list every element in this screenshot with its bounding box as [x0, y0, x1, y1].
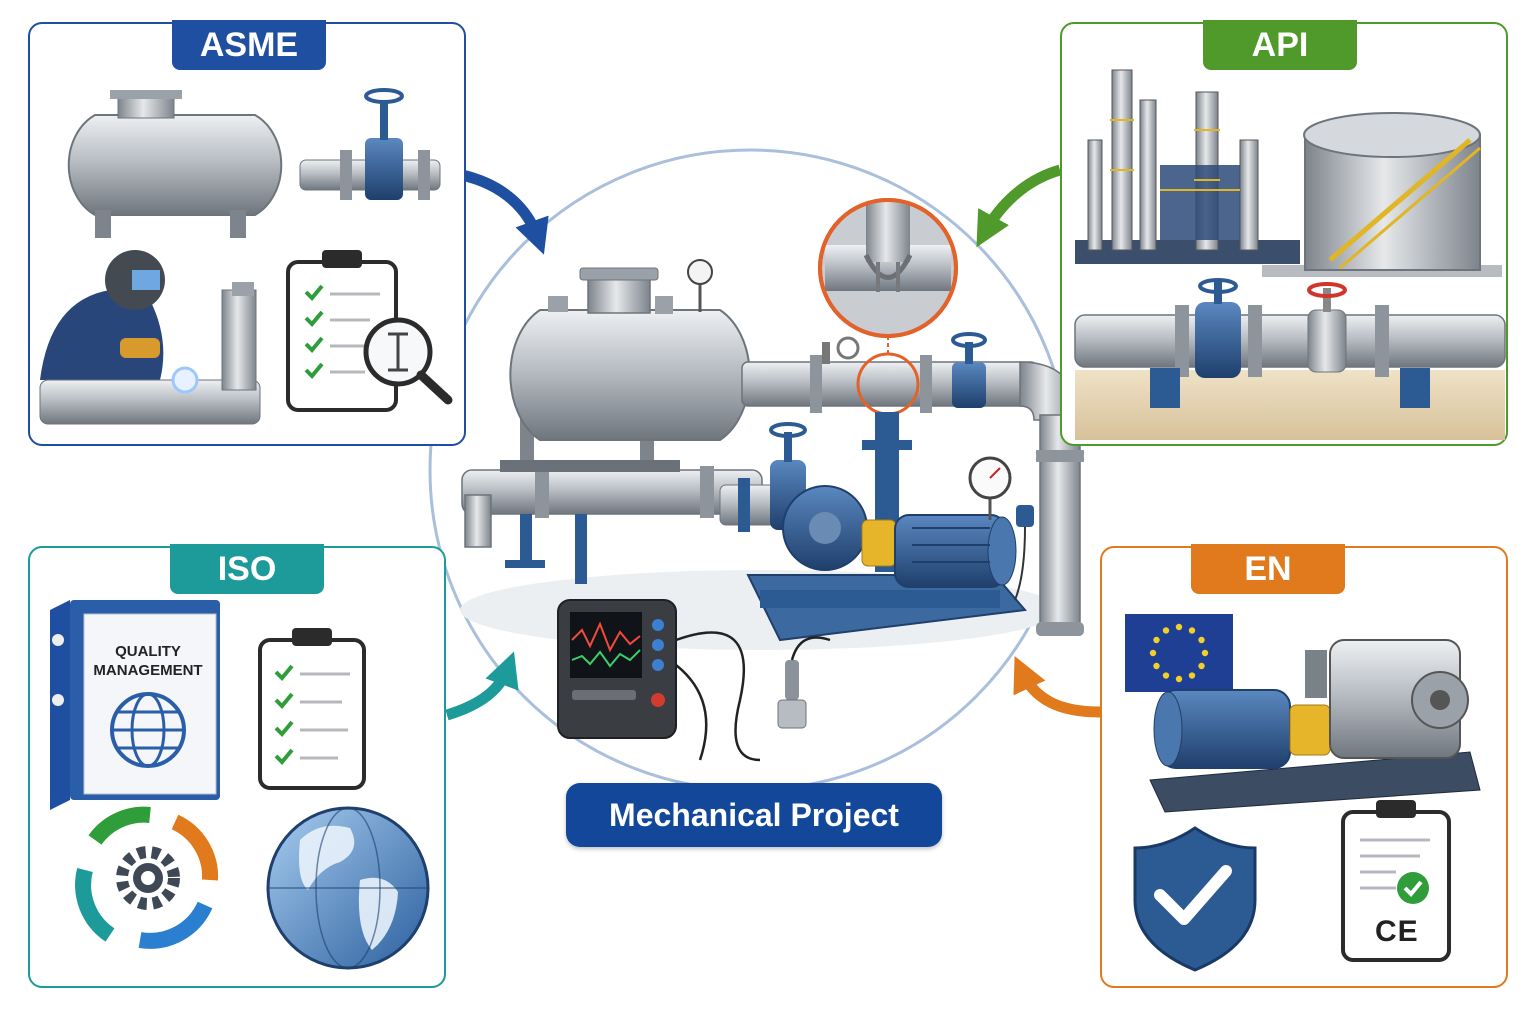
- asme-panel: ASME: [28, 20, 466, 446]
- mechanical-project-title: Mechanical Project: [566, 783, 942, 847]
- arrow-en-to-center: [1013, 656, 1101, 718]
- asme-tag: ASME: [172, 20, 326, 70]
- arrow-iso-to-center: [445, 651, 519, 721]
- ce-mark: CE: [1375, 915, 1419, 948]
- lower-pipe: [461, 469, 763, 515]
- iso-tag: ISO: [170, 544, 324, 594]
- en-tag: EN: [1191, 544, 1345, 594]
- vibration-analyzer: [557, 599, 831, 762]
- arrow-asme-to-center: [460, 169, 549, 255]
- vertical-pipe: [1039, 414, 1081, 636]
- binder-label-line2: MANAGEMENT: [93, 662, 203, 679]
- weld-zoom-callout: [818, 198, 958, 338]
- upper-pipe: [741, 361, 1038, 407]
- en-panel: EN: [1100, 544, 1508, 988]
- binder-label-line1: QUALITY: [115, 643, 181, 660]
- arrow-api-to-center: [976, 164, 1062, 248]
- api-panel: API: [1060, 20, 1508, 446]
- pressure-vessel: [509, 309, 751, 441]
- central-assembly: [460, 198, 1084, 762]
- binder-label: QUALITY MANAGEMENT: [83, 642, 213, 680]
- iso-panel: ISO: [28, 544, 446, 988]
- api-tag: API: [1203, 20, 1357, 70]
